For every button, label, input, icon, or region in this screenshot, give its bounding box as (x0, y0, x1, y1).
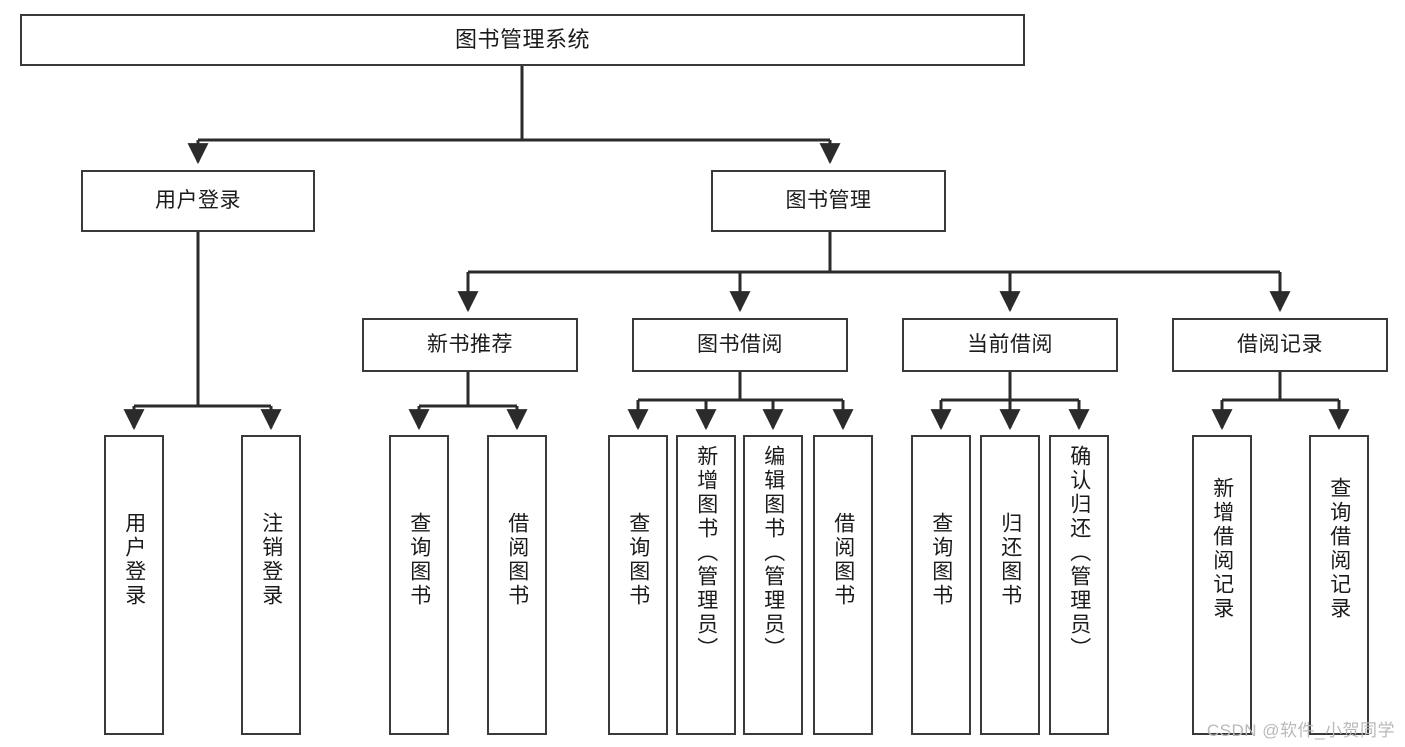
leaf-current-borrow-confirm-return-admin[interactable]: 确认归还（管理员） (1049, 435, 1109, 735)
leaf-book-borrow-add-book-admin[interactable]: 新增图书（管理员） (676, 435, 736, 735)
leaf-book-borrow-edit-book-admin[interactable]: 编辑图书（管理员） (743, 435, 803, 735)
node-label: 查询图书 (929, 512, 953, 608)
leaf-current-borrow-return-books[interactable]: 归还图书 (980, 435, 1040, 735)
node-label: 图书管理 (785, 188, 872, 212)
leaf-new-book-query-books[interactable]: 查询图书 (389, 435, 449, 735)
node-label: 图书管理系统 (454, 27, 590, 53)
leaf-book-borrow-borrow-books[interactable]: 借阅图书 (813, 435, 873, 735)
node-label: 图书借阅 (697, 332, 783, 356)
node-book-borrow[interactable]: 图书借阅 (632, 318, 848, 372)
node-borrow-record[interactable]: 借阅记录 (1172, 318, 1388, 372)
node-label: 借阅图书 (831, 512, 855, 608)
leaf-book-borrow-query-books[interactable]: 查询图书 (608, 435, 668, 735)
node-label: 当前借阅 (967, 332, 1053, 356)
node-label: 新增图书（管理员） (694, 445, 718, 661)
node-label: 新书推荐 (427, 332, 513, 356)
leaf-borrow-record-add-record[interactable]: 新增借阅记录 (1192, 435, 1252, 735)
node-label: 编辑图书（管理员） (761, 445, 785, 661)
leaf-current-borrow-query-books[interactable]: 查询图书 (911, 435, 971, 735)
node-label: 用户登录 (155, 188, 241, 212)
leaf-borrow-record-query-record[interactable]: 查询借阅记录 (1309, 435, 1369, 735)
node-book-management[interactable]: 图书管理 (711, 170, 946, 232)
node-label: 用户登录 (122, 512, 146, 608)
node-label: 借阅图书 (505, 512, 529, 608)
node-root-book-management-system[interactable]: 图书管理系统 (20, 14, 1025, 66)
leaf-user-login-login[interactable]: 用户登录 (104, 435, 164, 735)
node-label: 归还图书 (998, 512, 1022, 608)
leaf-new-book-borrow-books[interactable]: 借阅图书 (487, 435, 547, 735)
node-label: 查询图书 (626, 512, 650, 608)
node-new-book-recommend[interactable]: 新书推荐 (362, 318, 578, 372)
node-current-borrow[interactable]: 当前借阅 (902, 318, 1118, 372)
node-label: 查询借阅记录 (1327, 477, 1351, 621)
node-user-login[interactable]: 用户登录 (81, 170, 315, 232)
node-label: 借阅记录 (1237, 332, 1323, 356)
node-label: 确认归还（管理员） (1067, 445, 1091, 661)
node-label: 查询图书 (407, 512, 431, 608)
node-label: 注销登录 (259, 512, 283, 608)
leaf-user-login-logout[interactable]: 注销登录 (241, 435, 301, 735)
csdn-watermark: CSDN @软件_小贺同学 (1206, 721, 1395, 740)
node-label: 新增借阅记录 (1210, 477, 1234, 621)
